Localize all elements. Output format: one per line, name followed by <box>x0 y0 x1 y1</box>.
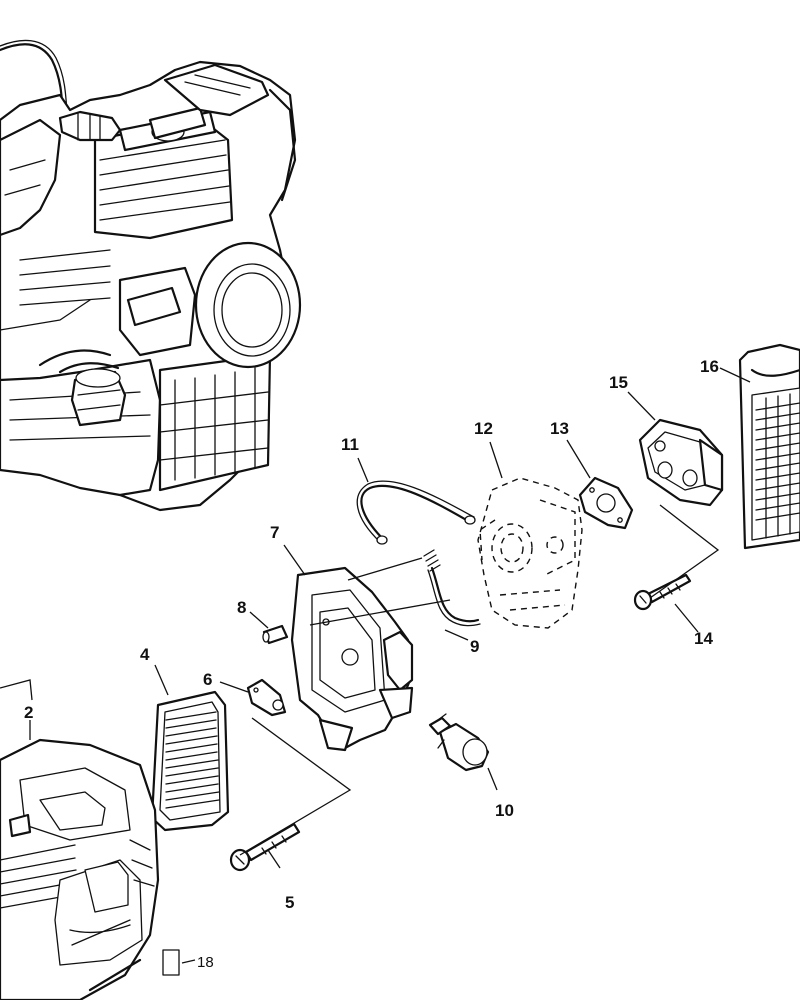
callout-labels: 2 4 5 6 7 8 9 10 11 12 13 14 15 16 18 <box>24 357 719 971</box>
part-15-adapter <box>638 418 724 507</box>
part-12-carburetor <box>477 477 583 629</box>
part-2-filter-cover <box>0 738 160 1002</box>
part-14-screw <box>633 573 692 611</box>
callout-13: 13 <box>550 419 569 438</box>
part-10-primer-bulb <box>428 713 490 772</box>
callout-10: 10 <box>495 801 514 820</box>
callout-12: 12 <box>474 419 493 438</box>
callout-9: 9 <box>470 637 479 656</box>
part-4-filter <box>150 690 230 832</box>
callout-2: 2 <box>24 703 33 722</box>
part-16-filter-element <box>738 343 800 550</box>
part-18-label <box>162 949 180 976</box>
part-9-fuel-line <box>423 549 481 627</box>
part-11-fuel-line <box>356 480 476 545</box>
part-6-clip <box>246 678 287 717</box>
part-13-gasket <box>578 476 634 530</box>
callout-4: 4 <box>140 645 150 664</box>
callout-18: 18 <box>197 954 214 971</box>
callout-7: 7 <box>270 523 279 542</box>
callout-11: 11 <box>341 435 359 454</box>
part-5-screw <box>229 822 301 872</box>
callout-leaders <box>29 367 751 964</box>
callout-5: 5 <box>285 893 294 912</box>
part-7-filter-base <box>290 566 414 752</box>
assembly-lines <box>0 504 720 856</box>
part-8-pin <box>262 624 289 645</box>
callout-15: 15 <box>609 373 628 392</box>
engine-assembly <box>0 39 302 512</box>
callout-8: 8 <box>237 598 246 617</box>
callout-14: 14 <box>694 629 713 648</box>
callout-6: 6 <box>203 670 212 689</box>
callout-16: 16 <box>700 357 719 376</box>
